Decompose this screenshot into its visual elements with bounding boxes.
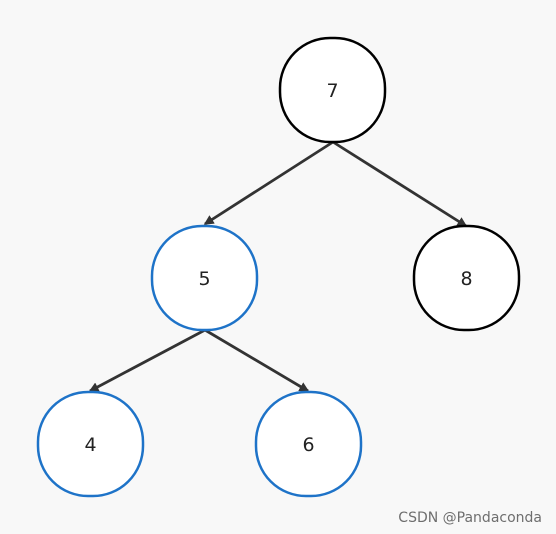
tree-node: 8 [412, 224, 521, 332]
node-label-7: 7 [326, 80, 338, 102]
watermark: CSDN @Pandaconda [398, 510, 542, 526]
node-circle-6 [254, 390, 363, 498]
node-circle-8 [412, 224, 521, 332]
node-circle-5 [150, 224, 259, 332]
edge-7-to-5 [203, 140, 334, 226]
tree-node: 7 [278, 36, 387, 144]
node-label-6: 6 [302, 434, 314, 456]
edge-5-to-6 [204, 328, 310, 393]
node-label-5: 5 [198, 268, 210, 290]
node-circle-4 [36, 390, 145, 498]
tree-node: 5 [150, 224, 259, 332]
node-label-4: 4 [84, 434, 96, 456]
node-label-8: 8 [460, 268, 472, 290]
edge-5-to-4 [88, 328, 206, 393]
tree-node: 6 [254, 390, 363, 498]
edge-7-to-8 [332, 140, 468, 228]
tree-node: 4 [36, 390, 145, 498]
node-circle-7 [278, 36, 387, 144]
